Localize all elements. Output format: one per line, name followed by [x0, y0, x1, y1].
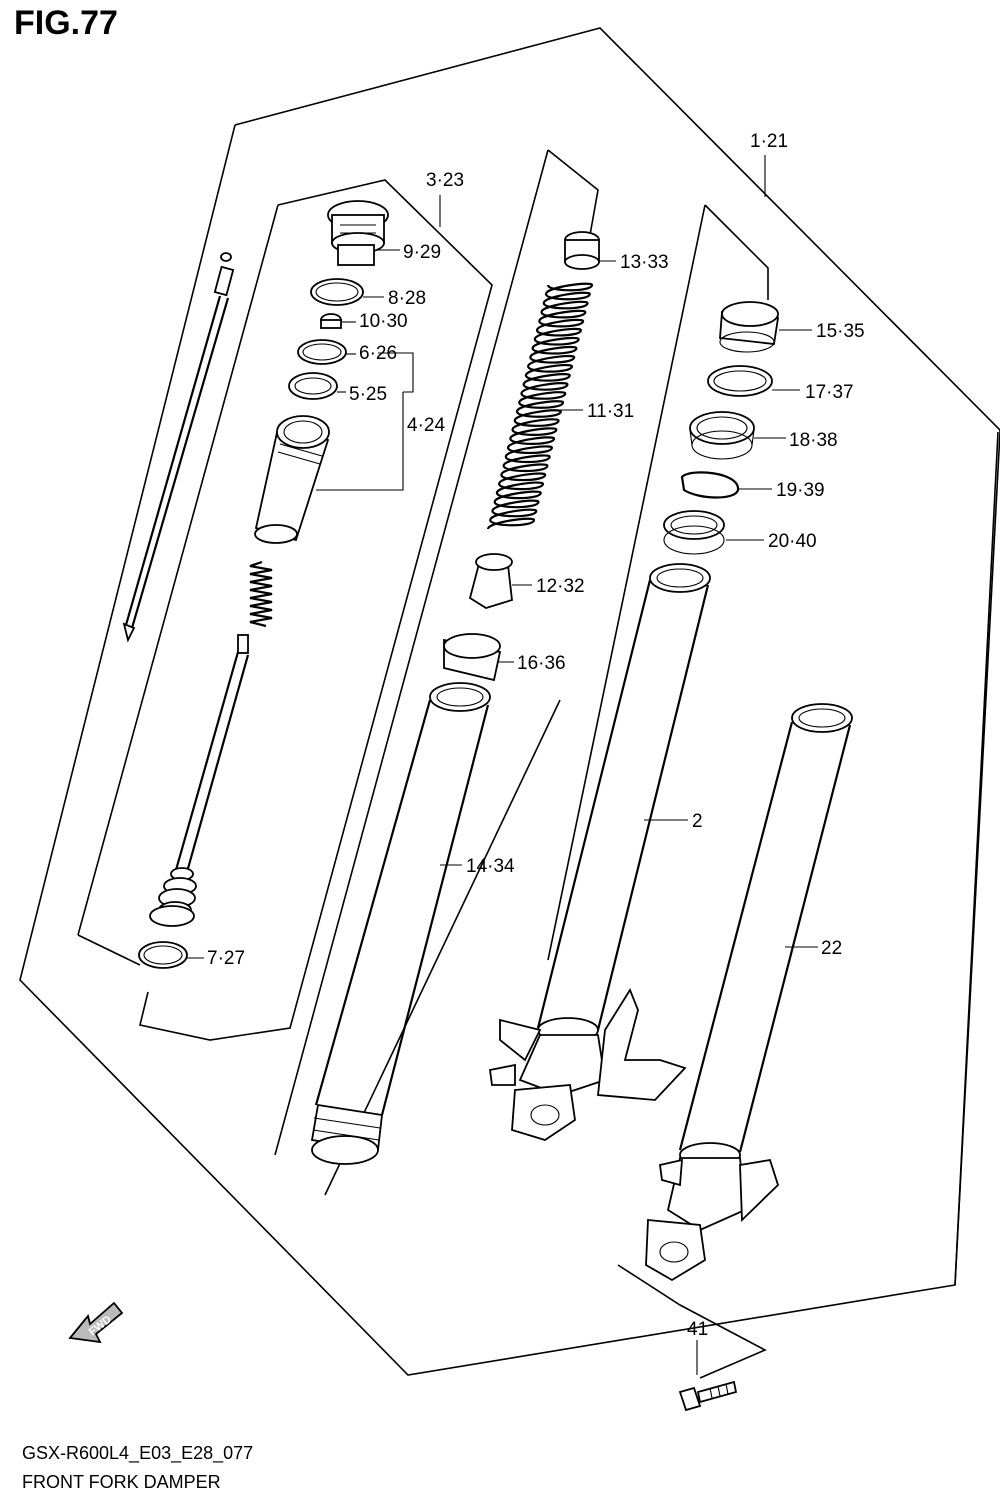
piston-ring [138, 941, 188, 969]
callout-18-38: 18·38 [789, 430, 838, 451]
retaining-ring [288, 372, 338, 400]
leader-lines [187, 155, 818, 1375]
callout-10-30: 10·30 [359, 311, 408, 332]
callout-22: 22 [821, 938, 842, 959]
right-fork-frame [704, 204, 769, 300]
callout-7-27: 7·27 [207, 948, 245, 969]
figure-title: FIG.77 [14, 4, 118, 42]
lock-nut [320, 313, 342, 329]
callout-4-24: 4·24 [407, 415, 445, 436]
callout-14-34: 14·34 [466, 856, 515, 877]
outer-tube-frame-left [274, 149, 549, 1156]
footer-diagram-code: GSX-R600L4_E03_E28_077 [22, 1443, 254, 1463]
fork-spring [486, 282, 594, 531]
oil-seal-bushing [719, 301, 780, 353]
callout-15-35: 15·35 [816, 321, 865, 342]
outer-assembly-frame [19, 27, 1000, 1376]
callout-labels: 1·21 3·23 9·29 8·28 10·30 6·26 5·25 4·24… [207, 131, 865, 1340]
callout-16-36: 16·36 [517, 653, 566, 674]
outer-tube-frame [547, 149, 599, 236]
callout-2: 2 [692, 811, 703, 832]
callout-13-33: 13·33 [620, 252, 669, 273]
axle-pinch-bolt [678, 1380, 738, 1412]
forward-direction-arrow: FWD [68, 1301, 124, 1344]
callout-8-28: 8·28 [388, 288, 426, 309]
inner-tube-left [488, 563, 711, 1141]
spring-spacer [468, 553, 513, 609]
inner-tube-right [645, 703, 853, 1282]
callout-20-40: 20·40 [768, 531, 817, 552]
callout-6-26: 6·26 [359, 343, 397, 364]
damper-kit-frame-left [77, 204, 279, 936]
callout-5-25: 5·25 [349, 384, 387, 405]
fork-cap-bolt [327, 200, 389, 266]
right-fork-frame-left [547, 204, 706, 961]
spring-adjuster [564, 231, 600, 270]
seal-washer [707, 365, 773, 397]
damper-kit-frame-bottom [77, 934, 141, 966]
callout-1-21: 1·21 [750, 131, 788, 152]
bolt-frame [617, 1264, 767, 1379]
stopper-ring [680, 471, 740, 499]
callout-3-23: 3·23 [426, 170, 464, 191]
callout-17-37: 17·37 [805, 382, 854, 403]
callout-11-31: 11·31 [587, 401, 634, 422]
guide-collar [443, 633, 502, 682]
callout-12-32: 12·32 [536, 576, 585, 597]
damper-kit-frame [139, 179, 493, 1041]
oil-seal [689, 411, 755, 460]
dust-seal [663, 510, 725, 555]
callout-9-29: 9·29 [403, 242, 441, 263]
rebound-spring [249, 560, 273, 628]
piston-rod [149, 634, 250, 927]
footer-diagram-name: FRONT FORK DAMPER [22, 1472, 221, 1492]
damper-cylinder [254, 415, 330, 544]
outer-tube [310, 682, 491, 1165]
callout-41: 41 [687, 1319, 708, 1340]
outer-frame-right-edge [954, 431, 999, 1286]
callout-19-39: 19·39 [776, 480, 825, 501]
damper-rod-long [122, 252, 235, 643]
